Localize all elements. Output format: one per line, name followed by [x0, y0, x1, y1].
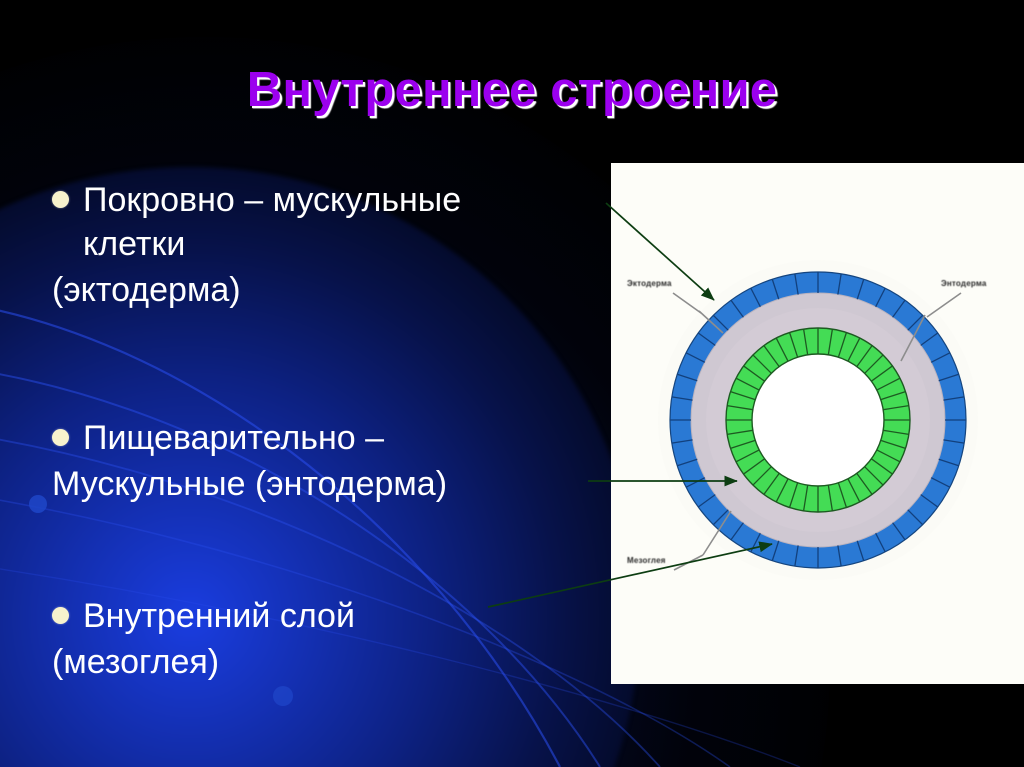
- list-item: Покровно – мускульные клетки (эктодерма): [52, 178, 461, 312]
- list-item: Внутренний слой (мезоглея): [52, 594, 355, 684]
- bullet-text-0-line2: клетки: [83, 225, 186, 263]
- bullet-text-2-line1: Внутренний слой: [83, 597, 355, 635]
- bullet-subtext-1: Мускульные (энтодерма): [52, 465, 448, 503]
- ectoderm-segment-lines: [670, 272, 966, 568]
- cross-section-diagram: [658, 260, 978, 580]
- bullet-marker-icon: [52, 429, 69, 446]
- diagram-label-ectoderm: Эктодерма: [627, 279, 672, 288]
- bullet-marker-icon: [52, 607, 69, 624]
- bullet-text-0-line1: Покровно – мускульные: [83, 181, 462, 219]
- gastric-cavity: [751, 353, 885, 487]
- endoderm-segment-lines: [726, 328, 910, 512]
- page-title: Внутреннее строение: [246, 63, 778, 117]
- bullet-text-1-line1: Пищеварительно –: [83, 419, 384, 457]
- bullet-marker-icon: [52, 191, 69, 208]
- bullet-subtext-2: (мезоглея): [52, 643, 220, 681]
- bullet-subtext-0: (эктодерма): [52, 271, 241, 309]
- slide-title-container: Внутреннее строение: [0, 62, 1024, 118]
- diagram-image-panel: Эктодерма Энтодерма Мезоглея: [611, 163, 1024, 684]
- diagram-label-endoderm: Энтодерма: [941, 279, 987, 288]
- diagram-label-mesoglea: Мезоглея: [627, 556, 666, 565]
- list-item: Пищеварительно – Мускульные (энтодерма): [52, 416, 447, 506]
